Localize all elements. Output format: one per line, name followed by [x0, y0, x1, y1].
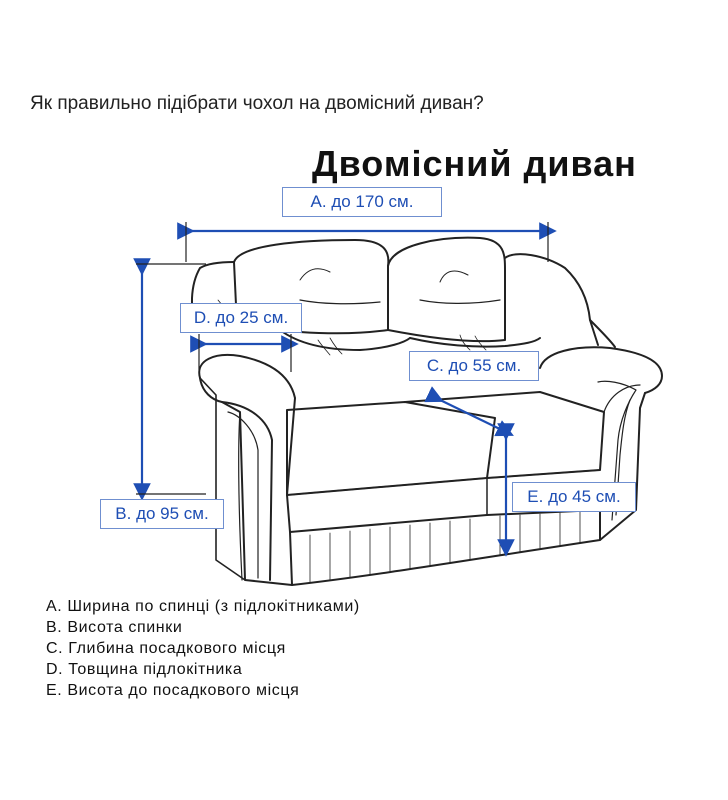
callout-a: A. до 170 см. — [282, 187, 442, 217]
callout-d: D. до 25 см. — [180, 303, 302, 333]
callout-e: E. до 45 см. — [512, 482, 636, 512]
diagram-title: Двомісний диван — [312, 143, 637, 184]
sofa-outline — [190, 236, 663, 586]
legend-list: A. Ширина по спинці (з підлокітниками) B… — [46, 596, 360, 701]
callout-c: C. до 55 см. — [409, 351, 539, 381]
legend-item-b: B. Висота спинки — [46, 619, 183, 636]
callout-b: B. до 95 см. — [100, 499, 224, 529]
legend-item-e: E. Висота до посадкового місця — [46, 682, 300, 699]
measurement-lines — [133, 222, 557, 557]
legend-item-a: A. Ширина по спинці (з підлокітниками) — [46, 598, 360, 615]
question-text: Як правильно підібрати чохол на двомісни… — [30, 93, 484, 114]
legend-item-d: D. Товщина підлокітника — [46, 661, 243, 678]
legend-item-c: C. Глибина посадкового місця — [46, 640, 286, 657]
